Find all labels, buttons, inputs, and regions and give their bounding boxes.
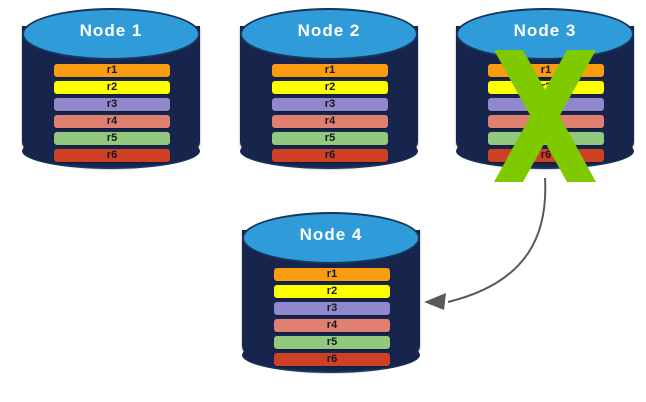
- node-1-row-r6: r6: [54, 149, 170, 162]
- node-1-row-r1: r1: [54, 64, 170, 77]
- node-2-rows: r1 r2 r3 r4 r5 r6: [272, 64, 388, 162]
- node-4-cylinder-top: [242, 212, 420, 264]
- node-1[interactable]: Node 1 r1 r2 r3 r4 r5 r6: [22, 8, 200, 186]
- node-4-row-r5: r5: [274, 336, 390, 349]
- node-2-label: Node 2: [297, 21, 361, 40]
- node-2-row-r1: r1: [272, 64, 388, 77]
- node-1-cylinder-top: [22, 8, 200, 60]
- node-1-row-r3: r3: [54, 98, 170, 111]
- node-4-row-r6: r6: [274, 353, 390, 366]
- node-3-label: Node 3: [513, 21, 577, 40]
- node-3-row-r6: r6: [488, 149, 604, 162]
- node-2-row-r3: r3: [272, 98, 388, 111]
- node-4-row-r1: r1: [274, 268, 390, 281]
- node-3-row-r2: r2: [488, 81, 604, 94]
- node-2-row-r2: r2: [272, 81, 388, 94]
- node-2-row-r5: r5: [272, 132, 388, 145]
- node-1-rows: r1 r2 r3 r4 r5 r6: [54, 64, 170, 162]
- node-3-row-r5: r5: [488, 132, 604, 145]
- node-4-row-r2: r2: [274, 285, 390, 298]
- node-1-label: Node 1: [79, 21, 143, 40]
- node-2-cylinder-top: [240, 8, 418, 60]
- node-2[interactable]: Node 2 r1 r2 r3 r4 r5 r6: [240, 8, 418, 186]
- node-4-row-r4: r4: [274, 319, 390, 332]
- node-1-row-r4: r4: [54, 115, 170, 128]
- node-3-row-r1: r1: [488, 64, 604, 77]
- node-4-row-r3: r3: [274, 302, 390, 315]
- node-2-row-r6: r6: [272, 149, 388, 162]
- node-1-row-r5: r5: [54, 132, 170, 145]
- node-3-rows: r1 r2 r3 r4 r5 r6: [488, 64, 604, 162]
- node-3-row-r4: r4: [488, 115, 604, 128]
- node-3-row-r3: r3: [488, 98, 604, 111]
- node-4-label: Node 4: [299, 225, 363, 244]
- node-3[interactable]: Node 3 r1 r2 r3 r4 r5 r6: [456, 8, 634, 186]
- node-4[interactable]: Node 4 r1 r2 r3 r4 r5 r6: [242, 212, 420, 390]
- node-4-rows: r1 r2 r3 r4 r5 r6: [274, 268, 390, 366]
- node-2-row-r4: r4: [272, 115, 388, 128]
- node-1-row-r2: r2: [54, 81, 170, 94]
